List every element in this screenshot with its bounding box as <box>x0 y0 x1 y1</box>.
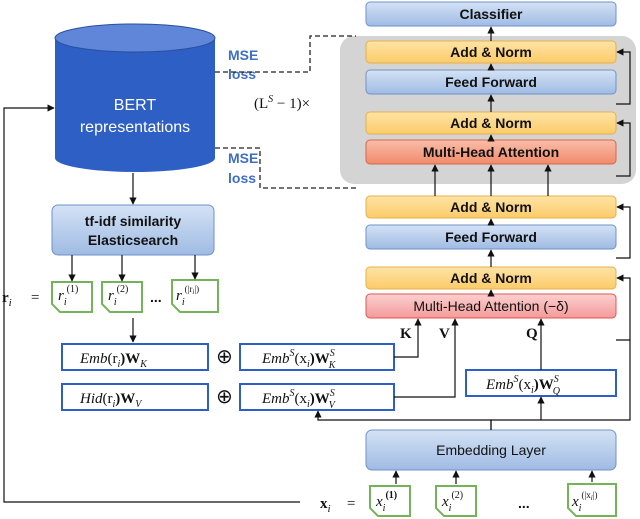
mse-top-connector <box>215 35 356 73</box>
feed-forward-box-1: Feed Forward <box>365 69 617 95</box>
svg-text:EmbS(xi)WSK: EmbS(xi)WSK <box>261 348 337 371</box>
svg-text:xi(|xi|): xi(|xi|) <box>571 490 598 514</box>
svg-text:Add & Norm: Add & Norm <box>450 44 532 60</box>
svg-text:EmbS(xi)WSQ: EmbS(xi)WSQ <box>485 374 561 397</box>
svg-text:Emb(ri)WK: Emb(ri)WK <box>79 351 148 370</box>
add-norm-box-3: Add & Norm <box>365 195 617 219</box>
x-item-2: xi(2) <box>435 485 477 517</box>
mse-top-line1: MSE <box>228 47 258 63</box>
svg-text:xi(1): xi(1) <box>375 490 397 514</box>
k-label: K <box>400 326 412 342</box>
svg-text:Multi-Head Attention (−δ): Multi-Head Attention (−δ) <box>413 298 568 314</box>
svg-text:Feed Forward: Feed Forward <box>445 74 537 90</box>
kvq-arrows <box>314 318 545 430</box>
v-label: V <box>439 326 450 342</box>
retrieval-to-r-arrows <box>68 255 199 343</box>
svg-text:Classifier: Classifier <box>459 6 523 22</box>
classifier-box: Classifier <box>365 1 617 27</box>
x-to-embedding-arrows <box>392 470 596 484</box>
stack-arrows <box>431 26 631 430</box>
mse-bottom-connector <box>215 147 356 189</box>
svg-text:Hid(ri)WV: Hid(ri)WV <box>79 391 143 410</box>
feed-forward-box-2: Feed Forward <box>365 224 617 250</box>
database-line2: representations <box>80 119 190 136</box>
svg-text:ri(2): ri(2) <box>108 284 128 308</box>
x-item-3: xi(|xi|) <box>567 483 617 517</box>
svg-text:Multi-Head Attention: Multi-Head Attention <box>423 144 559 160</box>
svg-text:Add & Norm: Add & Norm <box>450 199 532 215</box>
retrieval-box: tf-idf similarity Elasticsearch <box>51 204 215 256</box>
r-item-3: ri(|ri|) <box>171 279 219 313</box>
add-norm-box-2: Add & Norm <box>365 111 617 135</box>
mha-delta-box: Multi-Head Attention (−δ) <box>365 293 617 319</box>
embedding-layer-box: Embedding Layer <box>365 429 617 471</box>
oplus-top: ⊕ <box>216 344 233 368</box>
oplus-bottom: ⊕ <box>216 384 233 408</box>
svg-text:Feed Forward: Feed Forward <box>445 229 537 245</box>
q-label: Q <box>526 326 538 342</box>
add-norm-box-4: Add & Norm <box>365 266 617 290</box>
r-ellipsis: ... <box>150 289 162 305</box>
mse-bottom-line1: MSE <box>228 150 258 166</box>
svg-text:Add & Norm: Add & Norm <box>450 270 532 286</box>
svg-text:Elasticsearch: Elasticsearch <box>88 232 178 248</box>
x-vector-lhs: xi <box>320 496 331 515</box>
svg-text:Add & Norm: Add & Norm <box>450 115 532 131</box>
r-vector-lhs: ri <box>2 290 12 309</box>
x-vector-equals: = <box>346 496 356 512</box>
x-item-1: xi(1) <box>369 485 411 517</box>
mse-top-line2: loss <box>228 66 256 82</box>
emb-r-wk-box: Emb(ri)WK <box>61 343 209 371</box>
database-line1: BERT <box>114 97 157 114</box>
mse-bottom-line2: loss <box>228 170 256 186</box>
bert-database-cylinder: BERT representations <box>54 23 216 172</box>
hid-r-wv-box: Hid(ri)WV <box>61 383 209 411</box>
svg-text:Embedding Layer: Embedding Layer <box>436 442 546 458</box>
r-item-2: ri(2) <box>101 281 143 313</box>
x-to-bert-loop <box>3 104 300 503</box>
svg-text:ri(1): ri(1) <box>58 284 78 308</box>
x-ellipsis: ... <box>518 495 530 511</box>
svg-text:ri(|ri|): ri(|ri|) <box>176 284 199 308</box>
r-vector-equals: = <box>30 290 40 306</box>
r-item-1: ri(1) <box>51 281 93 313</box>
svg-text:EmbS(xi)WSV: EmbS(xi)WSV <box>261 388 337 411</box>
svg-text:tf-idf similarity: tf-idf similarity <box>85 213 182 229</box>
repeat-label: (LS − 1)× <box>254 94 310 112</box>
add-norm-box-1: Add & Norm <box>365 40 617 64</box>
svg-text:xi(2): xi(2) <box>441 490 463 514</box>
mha-box-1: Multi-Head Attention <box>365 139 617 165</box>
